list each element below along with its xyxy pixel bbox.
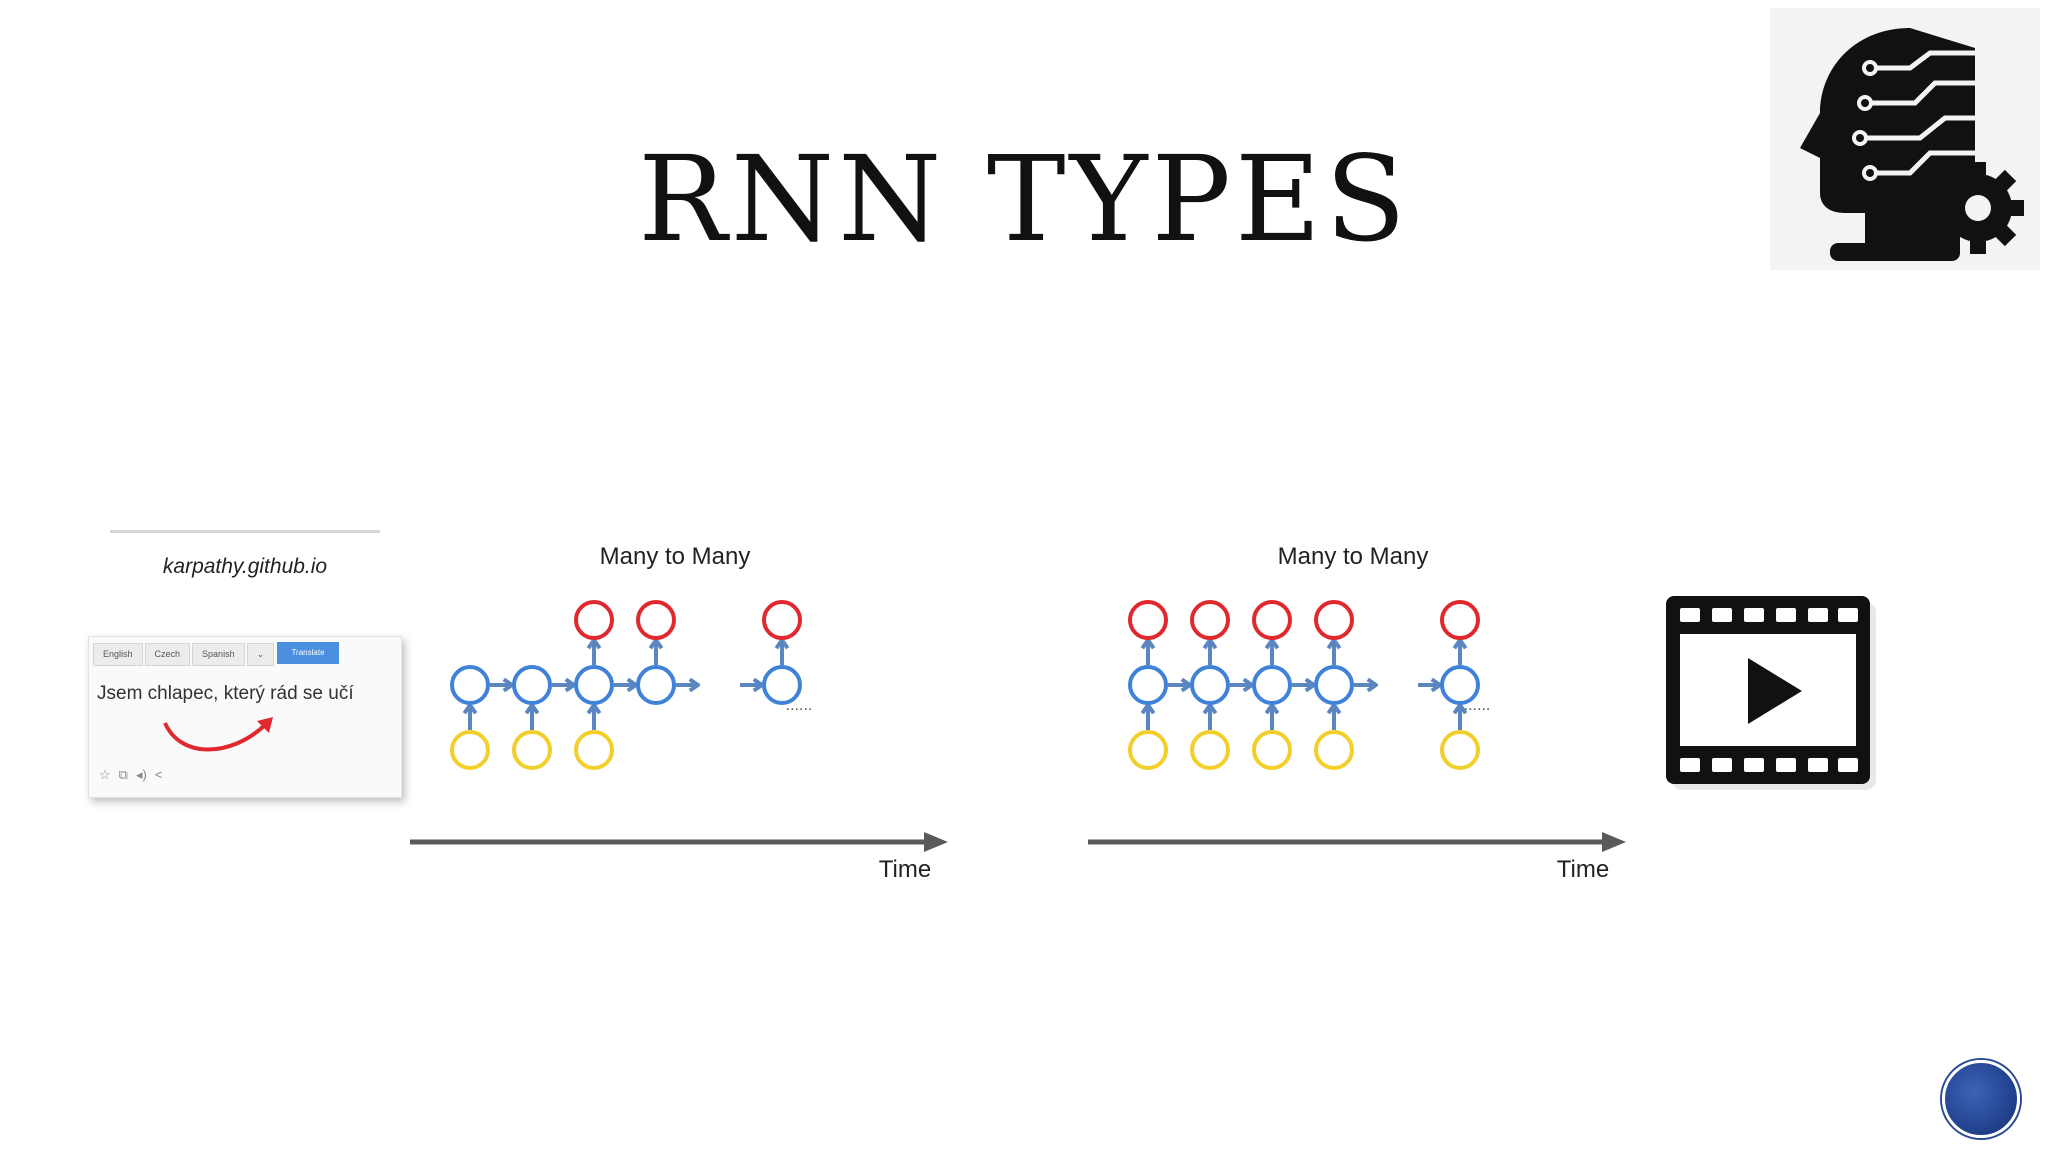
rnn-diagram-many-to-many-1: Many to Many ...... Time <box>410 543 948 883</box>
sequence-ellipsis: ...... <box>1464 697 1491 714</box>
input-node <box>1252 730 1292 770</box>
input-node <box>1314 730 1354 770</box>
language-tabs: English Czech Spanish ⌄ <box>93 643 275 666</box>
hidden-node <box>450 665 490 705</box>
speaker-icon[interactable]: ◂) <box>135 767 147 782</box>
input-arrow <box>586 703 602 730</box>
input-node <box>1440 730 1480 770</box>
hidden-node <box>1190 665 1230 705</box>
translate-button[interactable]: Translate <box>277 642 339 664</box>
recurrence-arrow <box>1292 677 1316 693</box>
input-node <box>574 730 614 770</box>
star-icon[interactable]: ☆ <box>99 767 111 782</box>
input-node <box>512 730 552 770</box>
slide-title: RNN TYPES <box>638 130 1410 268</box>
output-node <box>1128 600 1168 640</box>
output-node <box>1190 600 1230 640</box>
diagram-title: Many to Many <box>600 543 751 570</box>
node-layer <box>1128 600 1480 770</box>
sequence-ellipsis: ...... <box>786 697 813 714</box>
hidden-node <box>636 665 676 705</box>
slide-nav-button[interactable] <box>1942 1060 2020 1138</box>
rnn-diagram-many-to-many-2: Many to Many ...... Time <box>1088 543 1626 883</box>
recurrence-arrow <box>552 677 576 693</box>
input-arrow <box>1140 703 1156 730</box>
recurrence-arrow <box>1354 677 1378 693</box>
hidden-node <box>512 665 552 705</box>
hidden-node <box>1252 665 1292 705</box>
time-axis-label: Time <box>879 856 931 883</box>
source-caption: karpathy.github.io <box>110 530 380 579</box>
output-arrow <box>586 638 602 665</box>
hidden-node <box>762 665 802 705</box>
node-layer <box>450 600 802 770</box>
output-arrow <box>774 638 790 665</box>
output-node <box>1314 600 1354 640</box>
copy-icon[interactable]: ⧉ <box>118 767 128 782</box>
tab-english[interactable]: English <box>93 643 143 666</box>
time-axis-arrowhead <box>924 832 948 852</box>
input-node <box>450 730 490 770</box>
hidden-node <box>1314 665 1354 705</box>
input-arrow <box>524 703 540 730</box>
output-node <box>1252 600 1292 640</box>
output-node <box>574 600 614 640</box>
input-arrow <box>1326 703 1342 730</box>
input-arrow <box>1202 703 1218 730</box>
recurrence-arrow <box>1230 677 1254 693</box>
diagram-title: Many to Many <box>1278 543 1429 570</box>
translated-text: Jsem chlapec, který rád se učí <box>97 683 354 704</box>
translate-card: English Czech Spanish ⌄ Translate Jsem c… <box>88 636 402 798</box>
recurrence-arrow <box>614 677 638 693</box>
input-arrow <box>1264 703 1280 730</box>
card-toolbar: ☆ ⧉ ◂) < <box>99 767 162 783</box>
hidden-node <box>574 665 614 705</box>
output-node <box>762 600 802 640</box>
time-axis-label: Time <box>1557 856 1609 883</box>
tab-czech[interactable]: Czech <box>144 643 191 666</box>
ai-head-circuit-gear-icon <box>1770 8 2040 270</box>
tab-spanish[interactable]: Spanish <box>192 643 245 666</box>
time-axis-arrowhead <box>1602 832 1626 852</box>
output-arrow <box>648 638 664 665</box>
curved-arrow-icon <box>163 717 273 752</box>
output-arrow <box>1264 638 1280 665</box>
input-node <box>1128 730 1168 770</box>
output-arrow <box>1326 638 1342 665</box>
recurrence-arrow <box>740 677 764 693</box>
video-play-film-icon <box>1666 596 1876 790</box>
output-node <box>636 600 676 640</box>
recurrence-arrow <box>1168 677 1192 693</box>
output-node <box>1440 600 1480 640</box>
output-arrow <box>1452 638 1468 665</box>
output-arrow <box>1140 638 1156 665</box>
share-icon[interactable]: < <box>154 767 163 782</box>
language-dropdown[interactable]: ⌄ <box>246 643 275 666</box>
output-arrow <box>1202 638 1218 665</box>
recurrence-arrow <box>490 677 514 693</box>
input-node <box>1190 730 1230 770</box>
hidden-node <box>1128 665 1168 705</box>
recurrence-arrow <box>1418 677 1442 693</box>
recurrence-arrow <box>676 677 700 693</box>
hidden-node <box>1440 665 1480 705</box>
input-arrow <box>462 703 478 730</box>
